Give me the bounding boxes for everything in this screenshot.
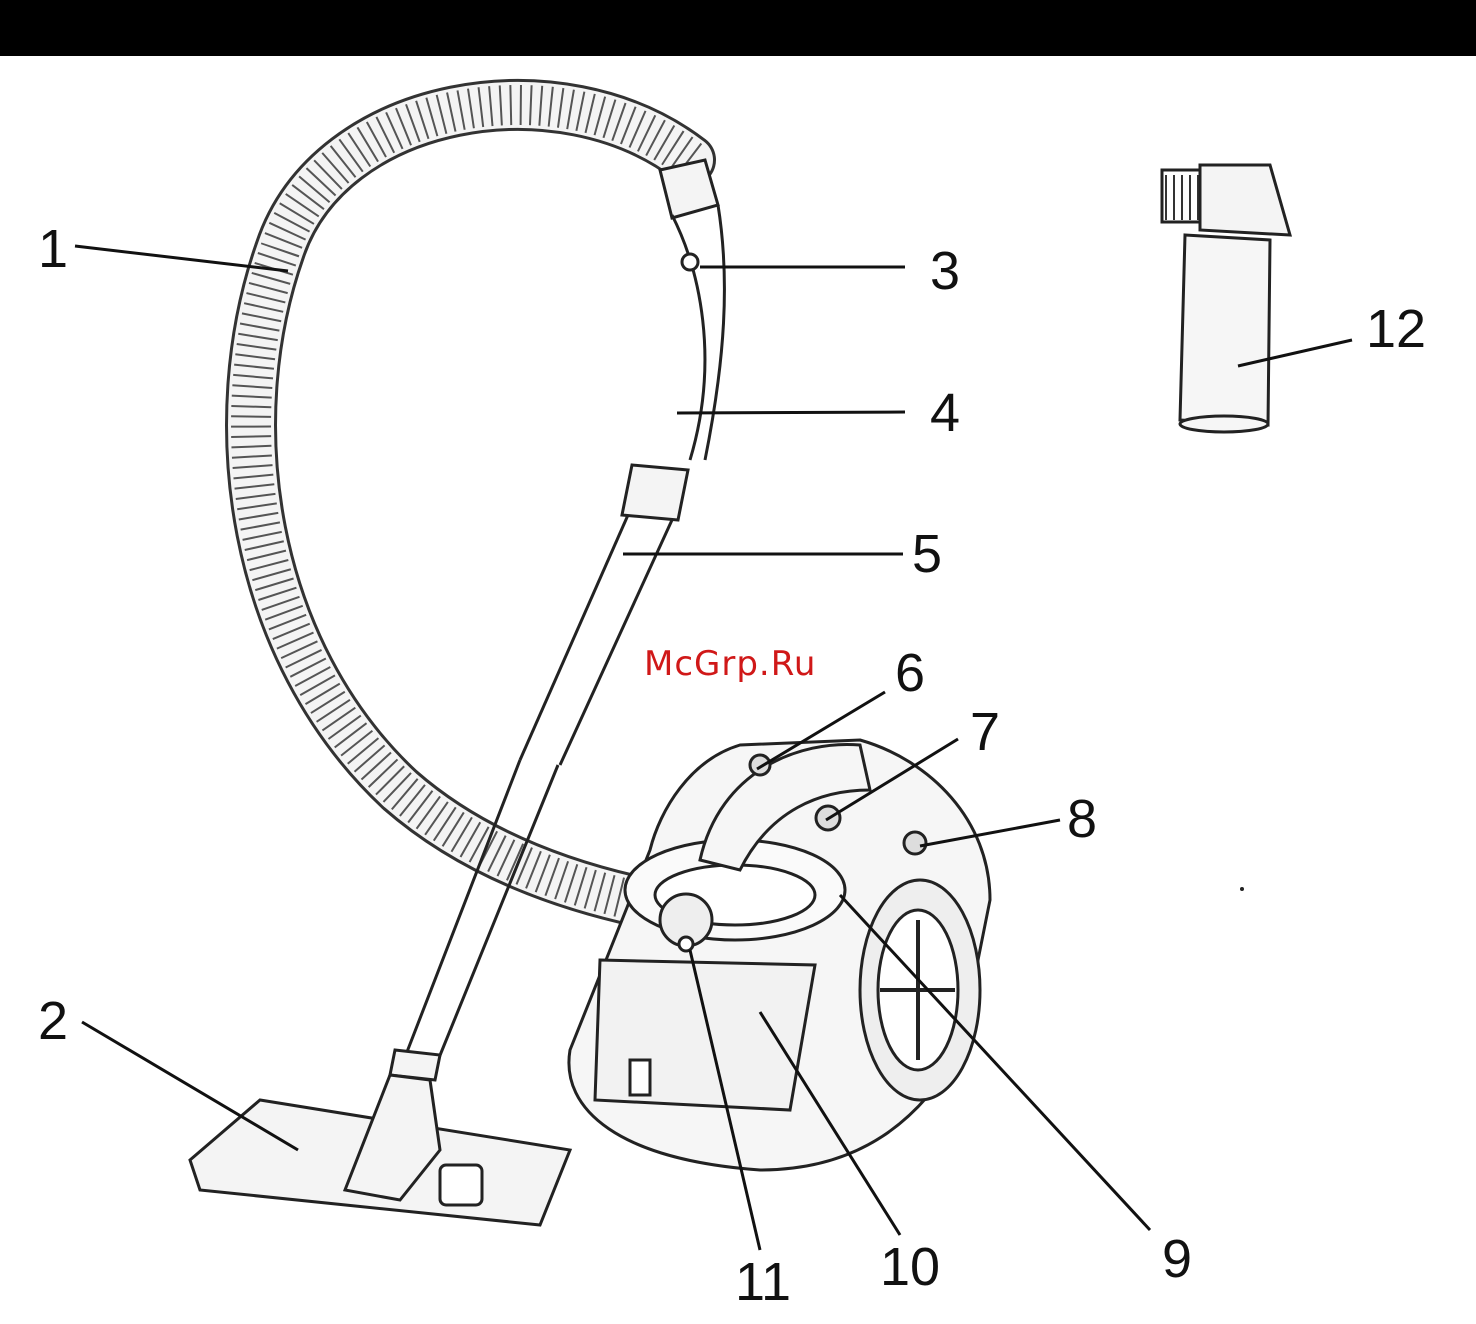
vacuum-body [569,740,990,1170]
dot-mark [1240,887,1244,891]
power-button-icon [750,755,770,775]
callout-10: 10 [880,1240,940,1294]
watermark-text: McGrp.Ru [644,644,816,684]
callout-12: 12 [1366,302,1426,356]
crevice-brush-tool [1162,165,1290,432]
leader-line-2 [82,1022,298,1150]
suction-control-icon [682,254,698,270]
callout-6: 6 [895,646,925,700]
callout-5: 5 [912,527,942,581]
callout-8: 8 [1067,792,1097,846]
callout-9: 9 [1162,1232,1192,1286]
dust-container [595,960,815,1110]
floor-nozzle [190,1075,570,1225]
cord-rewind-button-icon [904,832,926,854]
callout-7: 7 [970,705,1000,759]
handle [660,160,724,460]
callout-2: 2 [38,994,68,1048]
leader-line-4 [677,412,905,413]
callout-11: 11 [735,1255,791,1309]
callout-4: 4 [930,386,960,440]
callout-3: 3 [930,244,960,298]
callout-1: 1 [38,222,68,276]
